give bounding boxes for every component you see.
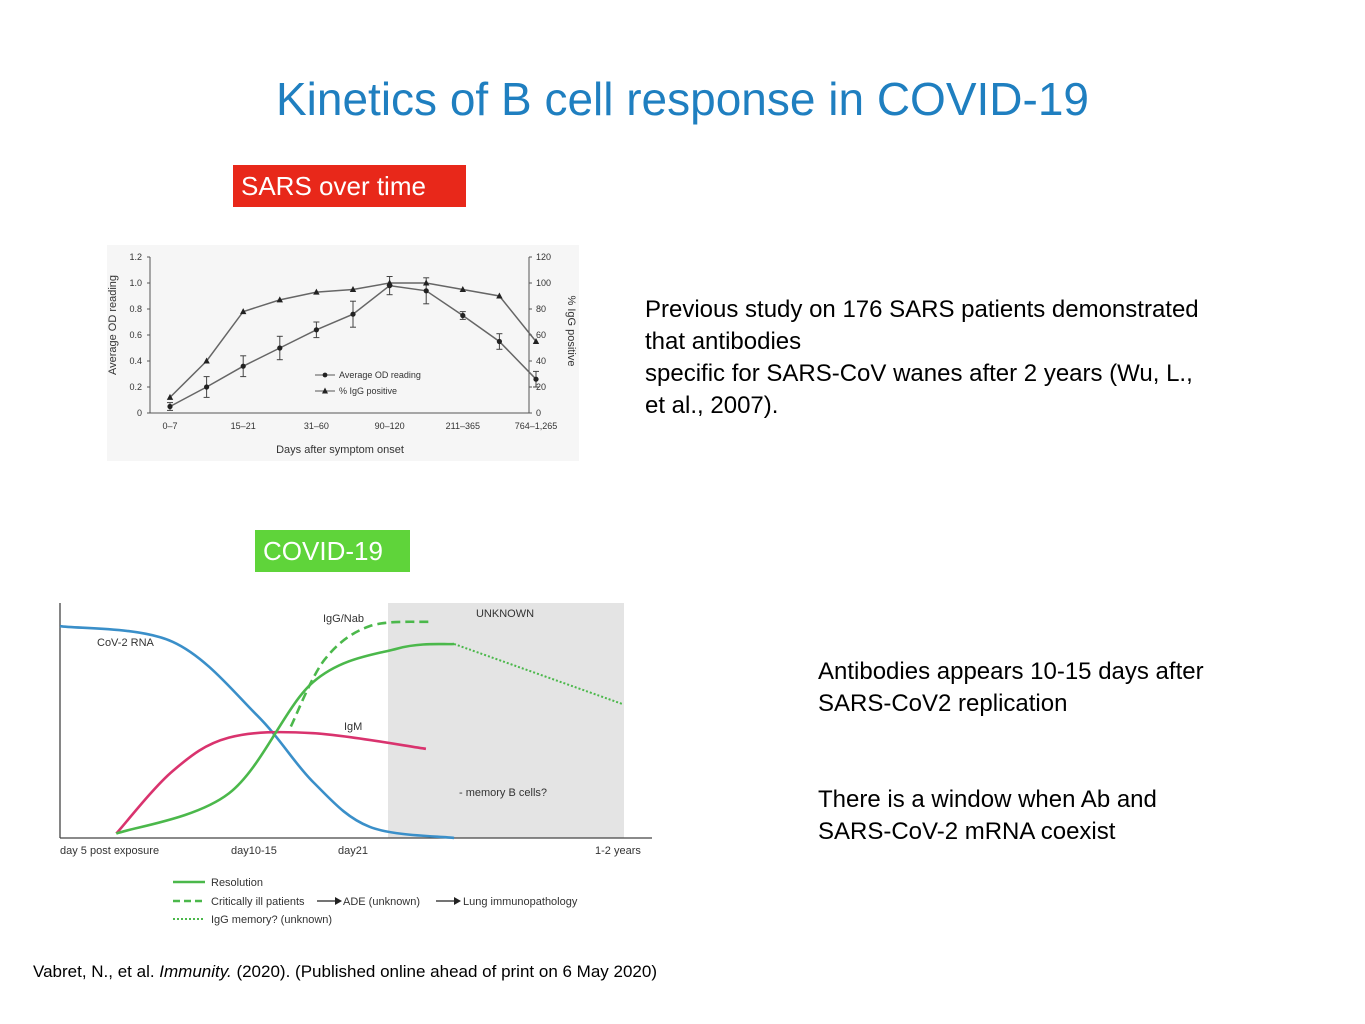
- sars-chart-background: [107, 245, 579, 461]
- sars-od-point: [460, 312, 466, 319]
- sars-igg-positive-point: [496, 292, 503, 299]
- antibody-timing-line2: SARS-CoV2 replication: [818, 690, 1068, 717]
- sars-x-tick-label: 31–60: [304, 421, 329, 431]
- sars-x-tick-label: 211–365: [446, 421, 480, 431]
- igg-critically-ill-dashed-curve: [289, 620, 432, 728]
- sars-legend-igg-marker: [322, 387, 328, 394]
- unknown-shaded-region: [388, 603, 624, 838]
- sars-igg-positive-point: [386, 279, 393, 286]
- covid-tag: COVID-19: [255, 530, 410, 572]
- citation: Vabret, N., et al. Immunity. (2020). (Pu…: [33, 962, 657, 982]
- sars-right-tick-label: 20: [536, 382, 546, 392]
- sars-od-point: [240, 363, 246, 369]
- cov2-rna-label: CoV-2 RNA: [97, 637, 155, 649]
- sars-left-tick-label: 0.8: [129, 304, 142, 314]
- antibody-timing-line1: Antibodies appears 10-15 days after: [818, 658, 1204, 685]
- sars-od-point: [496, 338, 502, 345]
- sars-left-tick-label: 1.0: [129, 278, 142, 288]
- covid-x-tick-label: day10-15: [231, 845, 277, 857]
- legend-arrow-1-head: [335, 897, 342, 905]
- sars-right-tick-label: 40: [536, 356, 546, 366]
- sars-description-line1: Previous study on 176 SARS patients demo…: [645, 296, 1199, 323]
- memory-b-cells-note: - memory B cells?: [459, 787, 547, 799]
- sars-legend-od-label: Average OD reading: [339, 370, 421, 380]
- sars-right-tick-label: 100: [536, 278, 551, 288]
- sars-od-point: [277, 345, 283, 351]
- sars-y2-axis-label: % IgG positive: [565, 296, 577, 367]
- sars-chart: 0 0.2 0.4 0.6 0.8 1.0 1.2 0 20 40 60 80 100 120 0–7 15–…: [107, 245, 579, 461]
- sars-tag: SARS over time: [233, 165, 466, 207]
- sars-description: Previous study on 176 SARS patients demo…: [645, 294, 1285, 422]
- legend-lung-label: Lung immunopathology: [463, 896, 578, 908]
- sars-right-tick-label: 80: [536, 304, 546, 314]
- sars-x-tick-label: 764–1,265: [515, 421, 558, 431]
- sars-igg-positive-point: [532, 338, 540, 344]
- sars-description-line4: et al., 2007).: [645, 392, 779, 419]
- sars-igg-positive-point: [240, 308, 247, 315]
- igm-label: IgM: [344, 721, 362, 733]
- covid-x-tick-label: day21: [338, 845, 368, 857]
- cov2-rna-curve: [59, 624, 455, 840]
- sars-legend-igg-label: % IgG positive: [339, 386, 397, 396]
- igg-memory-dotted-curve: [453, 643, 624, 706]
- legend-critically-ill-label: Critically ill patients: [211, 896, 305, 908]
- sars-x-tick-label: 15–21: [231, 421, 256, 431]
- sars-left-tick-label: 0: [137, 408, 142, 418]
- sars-od-point: [204, 384, 210, 390]
- sars-igg-positive-point: [166, 393, 174, 400]
- igm-curve: [115, 730, 427, 835]
- sars-od-point: [533, 376, 539, 382]
- sars-x-tick-label: 0–7: [162, 421, 177, 431]
- sars-left-tick-label: 0.2: [129, 382, 142, 392]
- citation-journal: Immunity.: [159, 962, 232, 981]
- sars-igg-positive-point: [276, 296, 283, 303]
- legend-ade-label: ADE (unknown): [343, 896, 420, 908]
- citation-details: (2020). (Published online ahead of print…: [231, 962, 657, 981]
- legend-resolution-label: Resolution: [211, 877, 263, 889]
- sars-legend-od-marker: [322, 372, 328, 378]
- sars-right-tick-label: 120: [536, 252, 551, 262]
- coexist-window-line2: SARS-CoV-2 mRNA coexist: [818, 818, 1116, 845]
- sars-left-tick-label: 0.4: [129, 356, 142, 366]
- unknown-region-label: UNKNOWN: [476, 608, 534, 620]
- covid-x-tick-label: 1-2 years: [595, 845, 641, 857]
- sars-od-point: [313, 327, 319, 333]
- sars-od-point: [167, 403, 173, 410]
- sars-igg-positive-point: [313, 288, 320, 295]
- sars-x-axis-label: Days after symptom onset: [276, 444, 404, 456]
- igg-nab-label: IgG/Nab: [323, 613, 364, 625]
- sars-od-point: [350, 311, 356, 317]
- sars-y-axis-label: Average OD reading: [107, 275, 119, 375]
- sars-igg-positive-point: [203, 357, 210, 364]
- covid-chart: UNKNOWN - memory B cells? day 5 post expos…: [59, 603, 652, 926]
- citation-authors: Vabret, N., et al.: [33, 962, 160, 981]
- sars-description-line3: specific for SARS-CoV wanes after 2 year…: [645, 360, 1193, 387]
- sars-right-tick-label: 60: [536, 330, 546, 340]
- sars-igg-positive-point: [459, 286, 466, 292]
- coexist-window-text: There is a window when Ab and SARS-CoV-2…: [818, 784, 1338, 848]
- sars-right-tick-label: 0: [536, 408, 541, 418]
- sars-description-line2: that antibodies: [645, 328, 802, 355]
- antibody-timing-text: Antibodies appears 10-15 days after SARS…: [818, 656, 1338, 720]
- sars-od-point: [423, 288, 429, 294]
- slide-title: Kinetics of B cell response in COVID-19: [275, 73, 1090, 125]
- sars-left-tick-label: 0.6: [129, 330, 142, 340]
- coexist-window-line1: There is a window when Ab and: [818, 786, 1157, 813]
- covid-x-tick-label: day 5 post exposure: [60, 845, 159, 857]
- sars-left-tick-label: 1.2: [129, 252, 142, 262]
- sars-igg-positive-point: [349, 286, 357, 292]
- igg-resolution-curve: [115, 642, 455, 835]
- legend-arrow-2-head: [454, 897, 461, 905]
- sars-igg-positive-point: [423, 279, 430, 286]
- sars-x-tick-label: 90–120: [375, 421, 405, 431]
- legend-igg-memory-label: IgG memory? (unknown): [211, 914, 332, 926]
